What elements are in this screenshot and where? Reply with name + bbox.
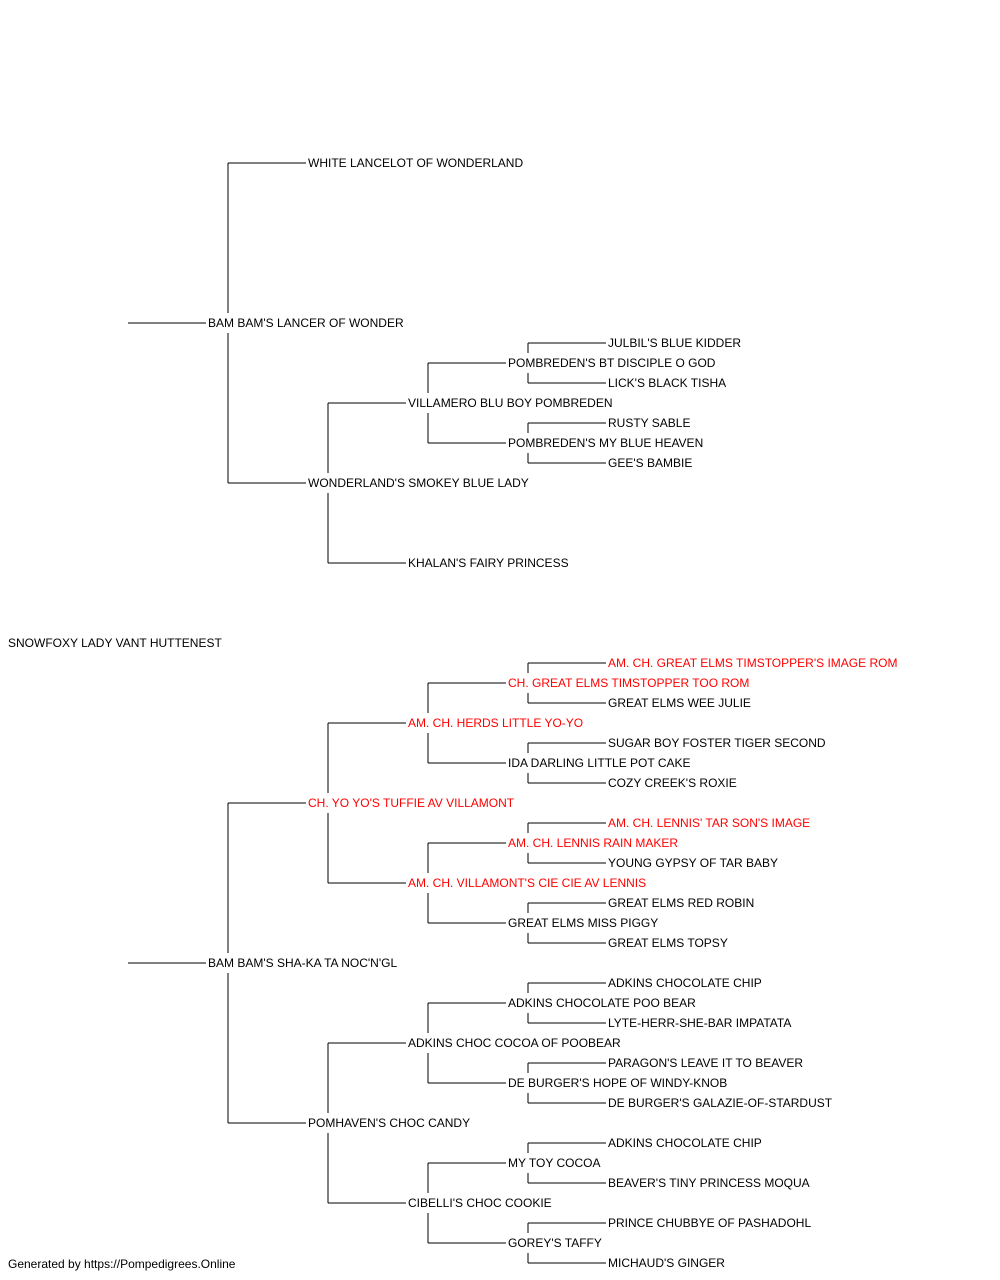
ancestor-name: RUSTY SABLE (608, 416, 691, 430)
ancestor-name: DE BURGER'S GALAZIE-OF-STARDUST (608, 1096, 833, 1110)
ancestor-name: CH. GREAT ELMS TIMSTOPPER TOO ROM (508, 676, 750, 690)
ancestor-name: GOREY'S TAFFY (508, 1236, 602, 1250)
ancestor-name: POMBREDEN'S BT DISCIPLE O GOD (508, 356, 716, 370)
subject-dog-name: SNOWFOXY LADY VANT HUTTENEST (8, 636, 222, 650)
ancestor-name: BAM BAM'S SHA-KA TA NOC'N'GL (208, 956, 398, 970)
ancestor-name: PRINCE CHUBBYE OF PASHADOHL (608, 1216, 812, 1230)
ancestor-name: DE BURGER'S HOPE OF WINDY-KNOB (508, 1076, 728, 1090)
ancestor-name: JULBIL'S BLUE KIDDER (608, 336, 742, 350)
ancestor-name: IDA DARLING LITTLE POT CAKE (508, 756, 691, 770)
ancestor-name: GREAT ELMS MISS PIGGY (508, 916, 659, 930)
ancestor-name: GREAT ELMS RED ROBIN (608, 896, 755, 910)
ancestor-name: BEAVER'S TINY PRINCESS MOQUA (608, 1176, 810, 1190)
ancestor-name: POMBREDEN'S MY BLUE HEAVEN (508, 436, 704, 450)
ancestor-name: AM. CH. LENNIS RAIN MAKER (508, 836, 679, 850)
ancestor-name: MICHAUD'S GINGER (608, 1256, 725, 1270)
ancestor-name: PARAGON'S LEAVE IT TO BEAVER (608, 1056, 804, 1070)
ancestor-name: CH. YO YO'S TUFFIE AV VILLAMONT (308, 796, 515, 810)
ancestor-name: KHALAN'S FAIRY PRINCESS (408, 556, 569, 570)
ancestor-name: SUGAR BOY FOSTER TIGER SECOND (608, 736, 826, 750)
footer-credit: Generated by https://Pompedigrees.Online (8, 1257, 236, 1271)
ancestor-name: COZY CREEK'S ROXIE (608, 776, 737, 790)
ancestor-name: GEE'S BAMBIE (608, 456, 693, 470)
ancestor-name: CIBELLI'S CHOC COOKIE (408, 1196, 552, 1210)
ancestor-name: AM. CH. LENNIS' TAR SON'S IMAGE (608, 816, 811, 830)
ancestor-name: ADKINS CHOCOLATE CHIP (608, 1136, 762, 1150)
ancestor-name: LICK'S BLACK TISHA (608, 376, 727, 390)
ancestor-name: ADKINS CHOC COCOA OF POOBEAR (408, 1036, 621, 1050)
ancestor-name: AM. CH. HERDS LITTLE YO-YO (408, 716, 584, 730)
ancestor-name: AM. CH. VILLAMONT'S CIE CIE AV LENNIS (408, 876, 647, 890)
ancestor-name: ADKINS CHOCOLATE POO BEAR (508, 996, 696, 1010)
ancestor-name: ADKINS CHOCOLATE CHIP (608, 976, 762, 990)
ancestor-name: BAM BAM'S LANCER OF WONDER (208, 316, 404, 330)
ancestor-name: WONDERLAND'S SMOKEY BLUE LADY (308, 476, 529, 490)
ancestor-name: YOUNG GYPSY OF TAR BABY (608, 856, 779, 870)
ancestor-name: AM. CH. GREAT ELMS TIMSTOPPER'S IMAGE RO… (608, 656, 898, 670)
ancestor-name: GREAT ELMS WEE JULIE (608, 696, 751, 710)
ancestor-name: WHITE LANCELOT OF WONDERLAND (308, 156, 524, 170)
ancestor-name: VILLAMERO BLU BOY POMBREDEN (408, 396, 613, 410)
ancestor-name: POMHAVEN'S CHOC CANDY (308, 1116, 471, 1130)
ancestor-name: MY TOY COCOA (508, 1156, 601, 1170)
ancestor-name: LYTE-HERR-SHE-BAR IMPATATA (608, 1016, 792, 1030)
ancestor-name: GREAT ELMS TOPSY (608, 936, 728, 950)
